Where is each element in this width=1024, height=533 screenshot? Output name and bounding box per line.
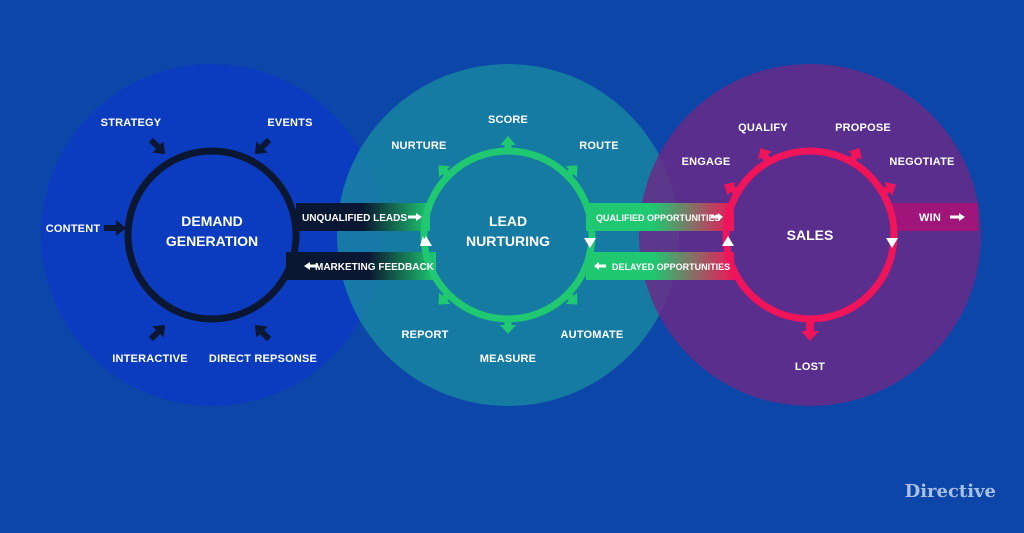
measure-arrow-icon <box>500 319 516 334</box>
propose-arrow-icon <box>848 148 862 163</box>
strategy-label: STRATEGY <box>101 117 162 129</box>
sales-zone <box>639 64 981 406</box>
sales-title: SALES <box>787 227 834 243</box>
delayed-left-arrow-icon <box>594 262 606 270</box>
route-arrow-icon <box>564 165 578 179</box>
qualified-opps-band <box>586 203 734 231</box>
demand-zone <box>41 64 383 406</box>
marketing-feedback-label: MARKETING FEEDBACK <box>315 262 435 273</box>
delayed-opps-band <box>586 252 734 280</box>
content-arrow-icon <box>104 220 126 236</box>
qualify-arrow-icon <box>758 148 772 163</box>
score-label: SCORE <box>488 114 528 126</box>
nurturing-output-arrows <box>438 136 578 334</box>
report-arrow-icon <box>438 291 452 305</box>
lost-arrow-icon <box>801 319 819 341</box>
demand-input-arrows <box>104 137 272 342</box>
measure-label: MEASURE <box>480 353 536 365</box>
direct-response-label: DIRECT REPSONSE <box>209 353 317 365</box>
sales-in-marker-icon <box>722 236 734 246</box>
win-right-arrow-icon <box>950 213 965 221</box>
strategy-arrow-icon <box>148 137 166 155</box>
flow-arrow-icons <box>304 213 965 270</box>
interactive-arrow-icon <box>148 324 166 342</box>
sales-out-marker-icon <box>886 238 898 248</box>
report-label: REPORT <box>401 329 448 341</box>
demand-title-line1: DEMAND <box>181 213 242 229</box>
automate-label: AUTOMATE <box>561 329 624 341</box>
route-label: ROUTE <box>579 140 619 152</box>
delayed-opportunities-label: DELAYED OPPORTUNITIES <box>612 262 730 272</box>
nurturing-zone <box>337 64 679 406</box>
engage-label: ENGAGE <box>682 156 731 168</box>
negotiate-arrow-icon <box>881 182 896 196</box>
nurturing-title-line1: LEAD <box>489 213 527 229</box>
qualify-label: QUALIFY <box>738 122 788 134</box>
nurture-label: NURTURE <box>391 140 446 152</box>
unqualified-right-arrow-icon <box>408 213 422 221</box>
events-label: EVENTS <box>267 117 312 129</box>
negotiate-label: NEGOTIATE <box>889 156 954 168</box>
score-arrow-icon <box>500 136 516 151</box>
nurturing-out-marker-icon <box>584 238 596 248</box>
lost-label: LOST <box>795 361 825 373</box>
direct-response-arrow-icon <box>254 324 272 342</box>
nurture-arrow-icon <box>438 165 452 179</box>
qualified-right-arrow-icon <box>711 213 723 221</box>
content-label: CONTENT <box>46 223 101 235</box>
events-arrow-icon <box>254 137 272 155</box>
unqualified-leads-label: UNQUALIFIED LEADS <box>302 213 407 224</box>
propose-label: PROPOSE <box>835 122 891 134</box>
interactive-label: INTERACTIVE <box>112 353 188 365</box>
feedback-left-arrow-icon <box>304 262 318 270</box>
directive-logo: Directive <box>905 481 996 502</box>
nurturing-in-marker-icon <box>420 236 432 246</box>
demand-ring <box>124 147 300 323</box>
engage-arrow-icon <box>724 182 739 196</box>
nurturing-title-line2: NURTURING <box>466 233 550 249</box>
unqualified-leads-band <box>296 203 430 231</box>
automate-arrow-icon <box>564 291 578 305</box>
win-label: WIN <box>919 212 941 224</box>
sales-output-arrows <box>724 148 896 341</box>
demand-title-line2: GENERATION <box>166 233 258 249</box>
qualified-opportunities-label: QUALIFIED OPPORTUNITIES <box>596 213 721 223</box>
